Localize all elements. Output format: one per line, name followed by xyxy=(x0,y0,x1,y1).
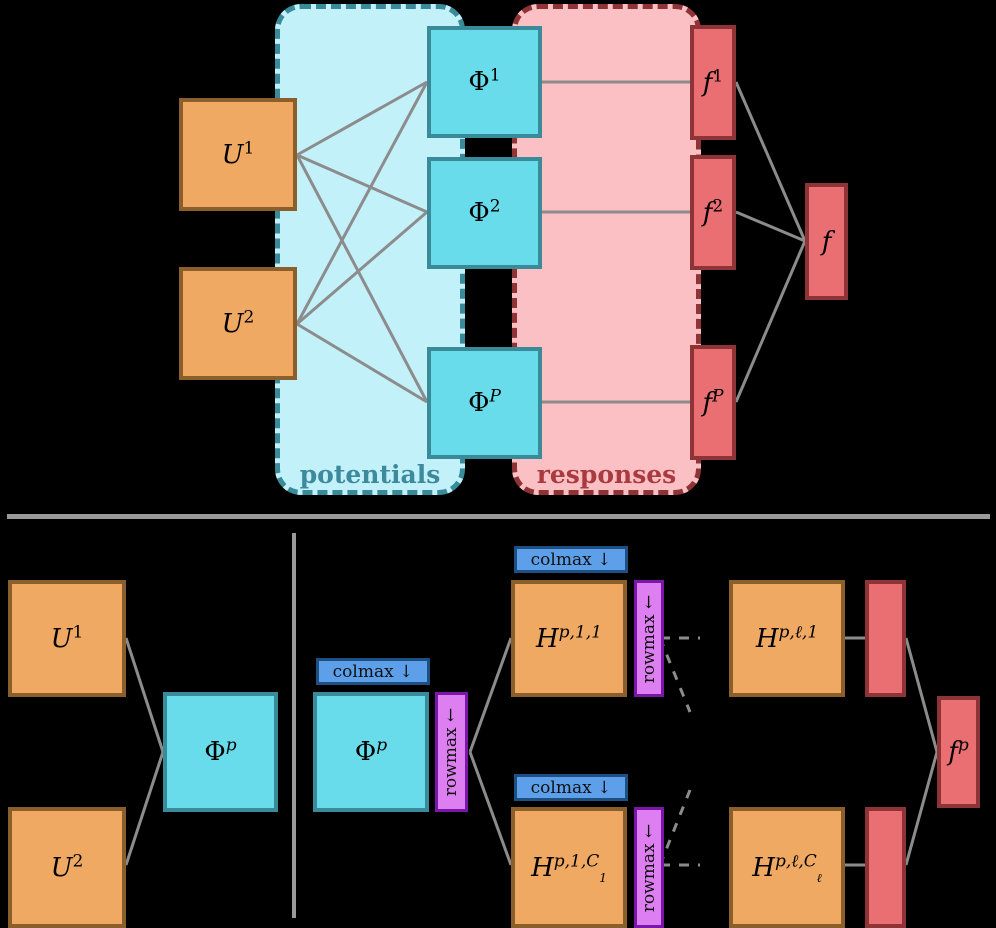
node-phiP-label: ΦP xyxy=(468,386,501,418)
node-f2: f2 xyxy=(690,155,736,270)
node-u1-bottom: U1 xyxy=(8,580,126,697)
node-fp-output-label: fp xyxy=(948,735,969,767)
colmax-tag-phip: colmax ↓ xyxy=(316,658,430,685)
node-hp11: Hp,1,1 xyxy=(511,580,627,697)
node-f-output: f xyxy=(805,183,848,300)
node-hpl1: Hp,ℓ,1 xyxy=(729,580,845,697)
rowmax-tag-hp1c1-label: rowmax ← xyxy=(639,823,659,912)
node-hpl1-label: Hp,ℓ,1 xyxy=(755,621,819,654)
node-phi2: Φ2 xyxy=(427,157,542,269)
colmax-tag-hp1c1: colmax ↓ xyxy=(514,774,628,801)
node-f2-label: f2 xyxy=(702,195,724,228)
node-phi2-label: Φ2 xyxy=(468,196,501,228)
bar-hplcl-response xyxy=(865,807,906,928)
colmax-tag-hp1c1-label: colmax ↓ xyxy=(530,777,612,798)
node-fp-output: fp xyxy=(937,696,980,808)
node-hplcl: Hp,ℓ,Cℓ xyxy=(729,807,845,928)
node-phi1: Φ1 xyxy=(427,26,542,138)
node-u1-top-label: U1 xyxy=(221,137,255,170)
rowmax-tag-hp11: rowmax ← xyxy=(634,580,664,697)
node-hp1c1: Hp,1,C1 xyxy=(511,807,627,928)
responses-group-label: responses xyxy=(536,460,677,489)
colmax-tag-hp11: colmax ↓ xyxy=(514,546,628,573)
node-u2-bottom-label: U2 xyxy=(50,850,84,883)
node-hp11-label: Hp,1,1 xyxy=(535,621,602,654)
node-f-output-label: f xyxy=(821,226,832,257)
node-phip-stage-label: Φp xyxy=(354,735,388,767)
colmax-tag-phip-label: colmax ↓ xyxy=(332,661,414,682)
rowmax-tag-phip-label: rowmax ← xyxy=(441,707,462,797)
rowmax-tag-hp1c1: rowmax ← xyxy=(634,807,664,928)
node-u2-top-label: U2 xyxy=(221,306,255,339)
node-u1-top: U1 xyxy=(179,98,297,211)
rowmax-tag-hp11-label: rowmax ← xyxy=(639,594,659,683)
node-fP: fP xyxy=(690,345,736,460)
node-hp1c1-label: Hp,1,C1 xyxy=(531,850,607,885)
colmax-tag-hp11-label: colmax ↓ xyxy=(530,549,612,570)
node-u1-bottom-label: U1 xyxy=(50,621,84,654)
node-phiP: ΦP xyxy=(427,347,542,459)
potentials-group-label: potentials xyxy=(299,460,441,489)
panel-separator-vertical xyxy=(292,533,296,918)
bar-hpl1-response xyxy=(865,580,906,697)
node-phi1-label: Φ1 xyxy=(468,65,501,97)
rowmax-tag-phip: rowmax ← xyxy=(435,692,468,812)
node-f1-label: f1 xyxy=(702,65,724,98)
panel-separator-horizontal xyxy=(7,514,990,519)
node-u2-top: U2 xyxy=(179,267,297,380)
node-phip-left-label: Φp xyxy=(204,735,237,767)
node-fP-label: fP xyxy=(702,385,724,418)
node-f1: f1 xyxy=(690,25,736,140)
node-u2-bottom: U2 xyxy=(8,807,126,928)
node-hplcl-label: Hp,ℓ,Cℓ xyxy=(752,850,822,885)
node-phip-stage: Φp xyxy=(313,692,429,812)
node-phip-left: Φp xyxy=(163,692,278,812)
